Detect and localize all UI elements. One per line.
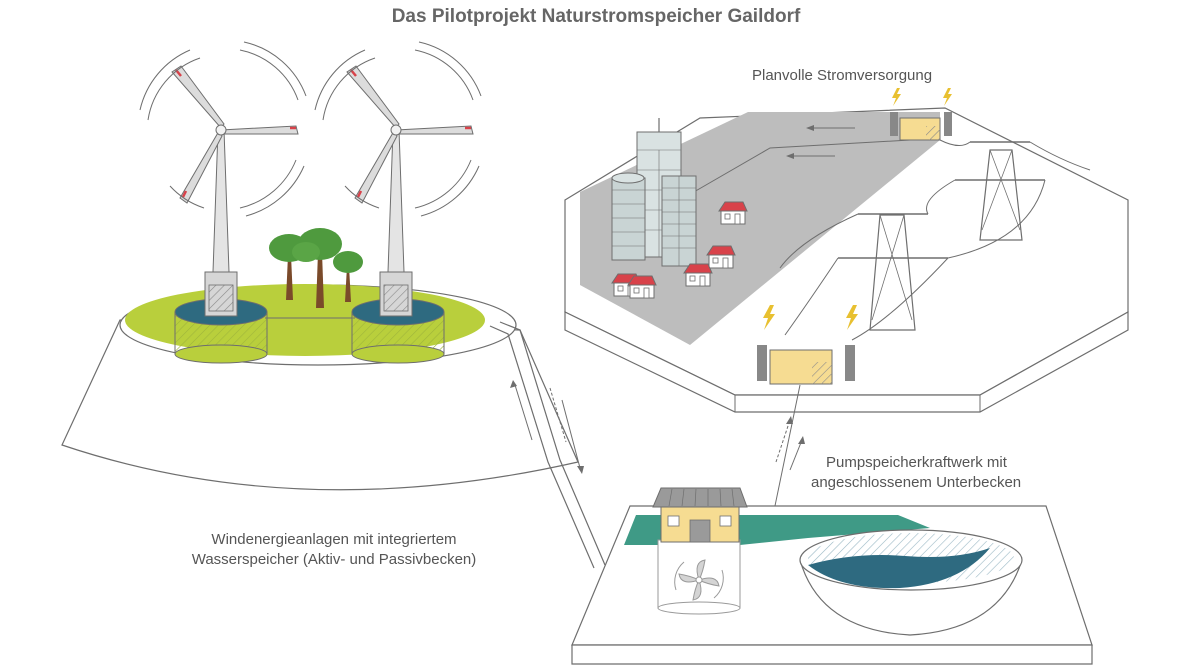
diagram-title: Das Pilotprojekt Naturstromspeicher Gail…	[391, 6, 801, 27]
label-wind-line2: Wasserspeicher (Aktiv- und Passivbecken)	[191, 551, 477, 568]
label-power-supply: Planvolle Stromversorgung	[752, 67, 933, 84]
pump-storage-site	[571, 487, 1093, 665]
lower-basin	[799, 529, 1023, 636]
house-icon	[627, 275, 657, 299]
transformer-icon	[757, 345, 855, 385]
tree-icon	[333, 251, 363, 302]
house-icon	[706, 245, 736, 269]
lightning-icon	[763, 305, 858, 330]
power-lines	[779, 139, 1091, 341]
tree-icon	[292, 228, 342, 308]
power-pylon-icon	[838, 213, 948, 331]
flow-arrow-up	[514, 384, 533, 441]
label-wind-line1: Windenergieanlagen mit integriertem	[211, 531, 457, 548]
transformer-icon	[890, 112, 952, 141]
water-pipeline	[489, 321, 606, 569]
wind-hill	[61, 41, 579, 491]
house-icon	[718, 201, 748, 225]
building-icon	[661, 175, 697, 267]
label-pump-line2: angeschlossenem Unterbecken	[811, 474, 1022, 491]
power-station-icon	[652, 487, 748, 543]
building-icon	[611, 172, 646, 261]
pump-turbine-icon	[657, 539, 741, 615]
label-pump-line1: Pumpspeicherkraftwerk mit	[826, 454, 1007, 471]
wind-turbine-icon	[314, 41, 482, 317]
flow-arrow-down	[561, 399, 581, 469]
lightning-icon	[892, 88, 952, 106]
wind-turbine-icon	[139, 41, 307, 317]
house-icon	[683, 263, 713, 287]
power-pylon-icon	[955, 141, 1045, 241]
